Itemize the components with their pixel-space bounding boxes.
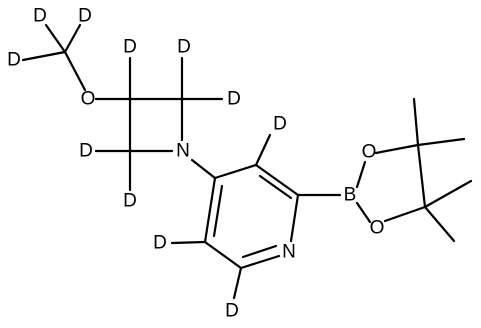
atom-d-methyl-2: D — [78, 6, 92, 27]
bond-methyl-lower-a — [423, 179, 473, 209]
bond-py-c6-d — [232, 266, 243, 300]
atom-d-pyridine-c3: D — [273, 114, 287, 135]
atom-d-azetidine-c2-b: D — [227, 89, 241, 110]
bond-methyl-upper-a — [412, 97, 420, 147]
bond-methyl-d-top-left — [44, 23, 67, 54]
bond-methyl-d-top-right — [63, 23, 82, 54]
bond-py-c5-c4 — [203, 176, 217, 244]
bond-py-c3-c2 — [254, 163, 300, 197]
atom-d-methyl-3: D — [7, 50, 21, 71]
atom-o-bpin-top: O — [362, 142, 377, 163]
bond-methyl-lower-b — [423, 205, 456, 243]
bonds — [21, 23, 473, 300]
bond-py-c3-c2-inner — [258, 174, 293, 200]
bond-methyl-o — [63, 50, 87, 92]
atom-d-azetidine-c2-a: D — [177, 37, 191, 58]
bond-py-n-c6 — [239, 254, 281, 270]
bond-py-c3-d — [254, 133, 272, 167]
bond-o-bottom-c — [383, 205, 427, 223]
atom-d-pyridine-c5: D — [153, 233, 167, 254]
atom-d-methyl-1: D — [33, 6, 47, 27]
bond-py-c4-c3 — [213, 163, 258, 180]
atom-n-azetidine: N — [176, 141, 190, 162]
bond-py-n-c6-inner — [241, 244, 278, 259]
atom-labels: D D D O D D D D D N D D D N B O O — [7, 6, 384, 322]
atom-o-methoxy: O — [81, 89, 96, 110]
bond-py-c6-c5 — [203, 240, 243, 270]
atom-boron: B — [344, 185, 357, 206]
atom-o-bpin-bottom: O — [370, 218, 385, 239]
bond-methyl-d-left — [21, 50, 67, 62]
bond-methyl-upper-b — [416, 137, 466, 147]
bond-py-c5-d — [170, 240, 207, 245]
atom-d-pyridine-c6: D — [225, 301, 239, 322]
atom-n-pyridine: N — [282, 242, 296, 263]
atom-d-azetidine-c4-a: D — [79, 141, 93, 162]
bond-b-o-top — [355, 160, 367, 189]
bond-n-pyridine-c4 — [190, 158, 217, 180]
bond-b-o-bottom — [355, 201, 372, 224]
atom-d-azetidine-c3: D — [123, 37, 137, 58]
bond-py-c5-c4-inner — [212, 184, 224, 238]
bond-c-c-ring — [416, 143, 427, 209]
bond-py-c2-n — [289, 193, 300, 243]
bond-o-top-c — [374, 143, 420, 155]
atom-d-azetidine-c4-b: D — [123, 191, 137, 212]
